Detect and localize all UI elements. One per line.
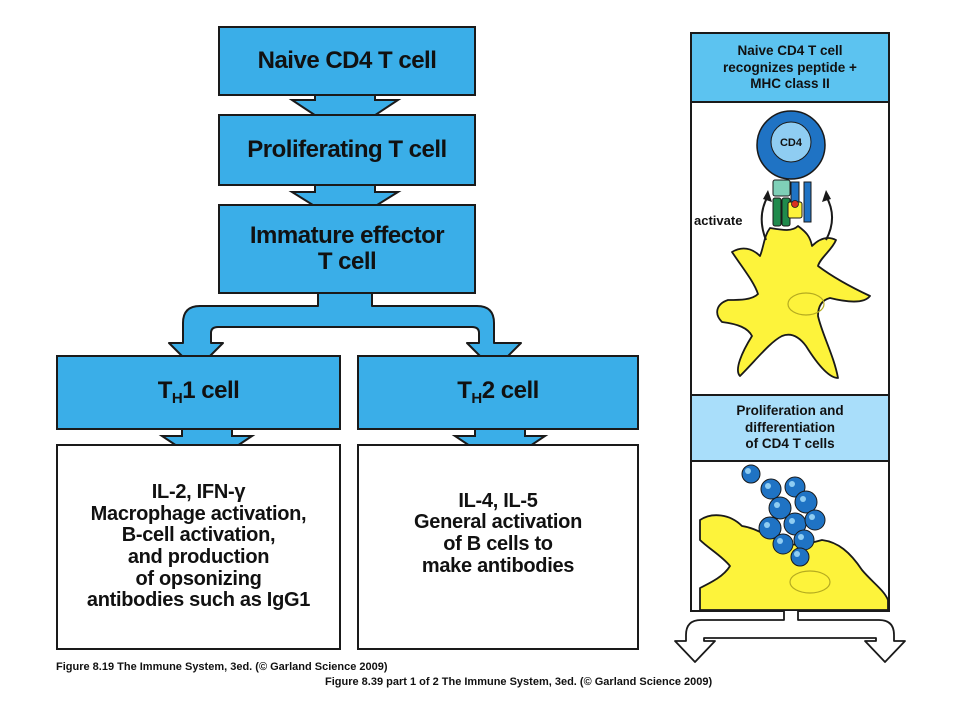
immature-effector-box: Immature effector T cell [218,204,476,294]
th1-suffix: 1 cell [182,376,240,404]
th1-product-line: IL-2, IFN-γ [151,481,246,504]
activate-label: activate [694,213,742,228]
panel-top-caption-line: Naive CD4 T cell [737,43,843,59]
panel-split-arrow [674,611,906,663]
th2-suffix: 2 cell [481,376,540,404]
cd4-label: CD4 [780,137,803,149]
th2-product-line: IL-4, IL-5 [458,489,538,512]
th2-product-line: General activation [414,511,582,534]
th1-subscript: H [171,389,183,407]
naive-cd4-t-cell-box: Naive CD4 T cell [218,26,476,96]
proliferating-t-cell [790,547,810,567]
proliferating-t-cell [793,529,815,551]
th2-product-line: make antibodies [421,554,575,577]
figure-819-caption: Figure 8.19 The Immune System, 3ed. (© G… [56,661,388,673]
immature-label-line2: T cell [317,248,377,275]
th1-product-line: Macrophage activation, [90,502,307,525]
t-cell-highlight [794,551,800,557]
immature-label-line1: Immature effector [249,222,445,250]
th1-product-line: of opsonizing [135,567,262,590]
figure-839-caption: Figure 8.39 part 1 of 2 The Immune Syste… [325,676,713,688]
th1-label: TH1 cell [157,376,240,407]
th2-subscript: H [471,389,482,407]
proliferating-t-cell [768,496,792,520]
th2-cell-box: TH2 cell [357,355,639,430]
cd4-t-cell-inner [770,121,812,163]
proliferating-t-cell [804,509,826,531]
panel-mid-caption: Proliferation and differentiation of CD4… [692,395,888,461]
th2-product-line: of B cells to [443,533,553,555]
th1-prefix: T [157,376,173,404]
activate-arrowhead-left [763,190,772,202]
t-cell-highlight [745,468,751,474]
proliferating-t-cell [760,478,782,500]
activate-arrowhead-right [822,190,831,202]
proliferating-t-cell [741,464,761,484]
th1-product-line: antibodies such as IgG1 [86,589,311,612]
dendritic-nucleus-top [787,292,825,316]
t-cell-highlight [809,514,815,520]
panel-mid-caption-line: Proliferation and [736,403,844,419]
panel-mid-caption-line: of CD4 T cells [745,436,835,452]
t-cell-highlight [798,534,804,540]
tcr-stalk [790,181,800,203]
panel-top-caption: Naive CD4 T cell recognizes peptide + MH… [692,34,888,102]
mhc-top [772,179,791,197]
dendritic-nucleus-bottom [789,570,831,594]
t-cell-highlight [764,522,770,528]
th1-products-box: IL-2, IFN-γ Macrophage activation, B-cel… [56,444,341,650]
panel-mid-caption-line: differentiation [745,419,835,435]
proliferating-t-cell-box: Proliferating T cell [218,114,476,186]
panel-mid-caption-band [692,395,888,461]
peptide [791,200,799,208]
cd4-coreceptor-stalk [803,181,812,223]
th2-label: TH2 cell [457,376,540,407]
th2-prefix: T [457,376,472,404]
panel-top-caption-band [692,34,888,102]
mhc-alpha-chain [772,197,782,227]
panel-top-caption-line: MHC class II [750,76,830,92]
panel-top-caption-line: recognizes peptide + [723,59,857,75]
th1-cell-box: TH1 cell [56,355,341,430]
t-cell-highlight [789,481,795,487]
dendritic-cell-top [716,225,871,379]
naive-cd4-label: Naive CD4 T cell [257,47,437,75]
proliferating-t-cell [794,490,818,514]
t-cell-highlight [800,496,806,502]
proliferating-t-cell [772,533,794,555]
t-cell-highlight [774,502,780,508]
t-cell-highlight [765,483,771,489]
th1-product-line: B-cell activation, [121,524,276,547]
t-cell-highlight [777,538,783,544]
th1-product-line: and production [127,546,270,568]
proliferating-t-cell [758,516,782,540]
proliferating-label: Proliferating T cell [247,136,447,164]
t-cell-highlight [789,518,795,524]
arrow-split-connector [168,291,522,371]
th2-products-box: IL-4, IL-5 General activation of B cells… [357,444,639,650]
